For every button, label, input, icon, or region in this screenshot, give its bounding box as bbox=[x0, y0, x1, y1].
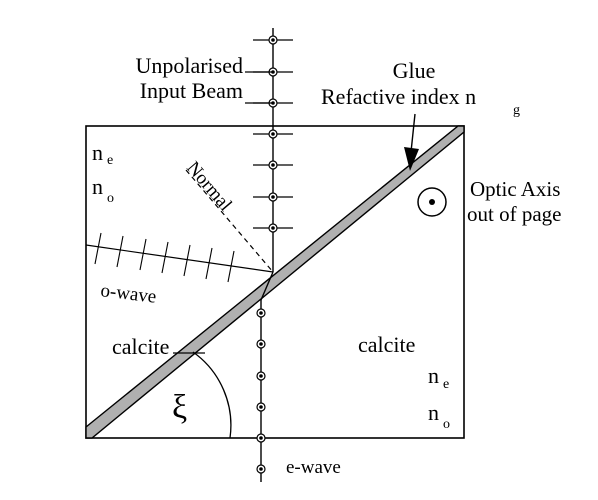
input-mark bbox=[253, 223, 293, 233]
glue-layer bbox=[85, 125, 465, 439]
no-bottom-sub: o bbox=[443, 417, 450, 432]
e-wave-dot bbox=[256, 402, 266, 412]
ne-bottom-label: n bbox=[428, 363, 439, 388]
input-mark bbox=[253, 129, 293, 139]
normal-label: Normal bbox=[182, 158, 236, 216]
calcite-left-label: calcite bbox=[112, 334, 169, 359]
e-wave-dot bbox=[256, 464, 266, 474]
no-top-sub: o bbox=[107, 191, 114, 206]
optic-axis-label-line1: Optic Axis bbox=[470, 177, 560, 201]
ne-top-sub: e bbox=[107, 153, 113, 168]
input-beam-label-line1: Unpolarised bbox=[135, 53, 243, 78]
e-wave-dot bbox=[256, 339, 266, 349]
optic-axis-label-line2: out of page bbox=[467, 202, 561, 226]
o-wave-ray bbox=[85, 244, 274, 273]
ne-bottom-sub: e bbox=[443, 377, 449, 392]
glue-arrow-shaft bbox=[410, 113, 416, 153]
glue-arrow-head bbox=[404, 147, 419, 171]
calcite-right-label: calcite bbox=[358, 332, 415, 357]
normal-line bbox=[185, 169, 274, 273]
refractive-index-sub: g bbox=[513, 103, 520, 118]
e-wave-dot bbox=[256, 371, 266, 381]
refractive-index-label: Refactive index n bbox=[321, 84, 476, 109]
no-bottom-label: n bbox=[428, 400, 439, 425]
o-wave-ticks bbox=[94, 232, 235, 283]
e-wave-label: e-wave bbox=[286, 457, 341, 478]
no-top-label: n bbox=[92, 174, 103, 199]
o-wave-label: o-wave bbox=[99, 280, 157, 308]
angle-arc bbox=[192, 351, 232, 439]
crystal-block bbox=[85, 125, 465, 439]
e-wave-dots bbox=[256, 308, 266, 474]
angle-xi-label: ξ bbox=[172, 389, 187, 426]
e-wave-dot bbox=[256, 308, 266, 318]
input-beam-label-line2: Input Beam bbox=[140, 78, 243, 103]
beam-transition bbox=[260, 271, 274, 301]
optic-axis-icon bbox=[417, 187, 447, 217]
input-mark bbox=[253, 35, 293, 45]
ne-top-label: n bbox=[92, 140, 103, 165]
input-mark bbox=[253, 192, 293, 202]
glue-label: Glue bbox=[393, 58, 436, 83]
e-wave-dot bbox=[256, 433, 266, 443]
input-mark bbox=[253, 160, 293, 170]
